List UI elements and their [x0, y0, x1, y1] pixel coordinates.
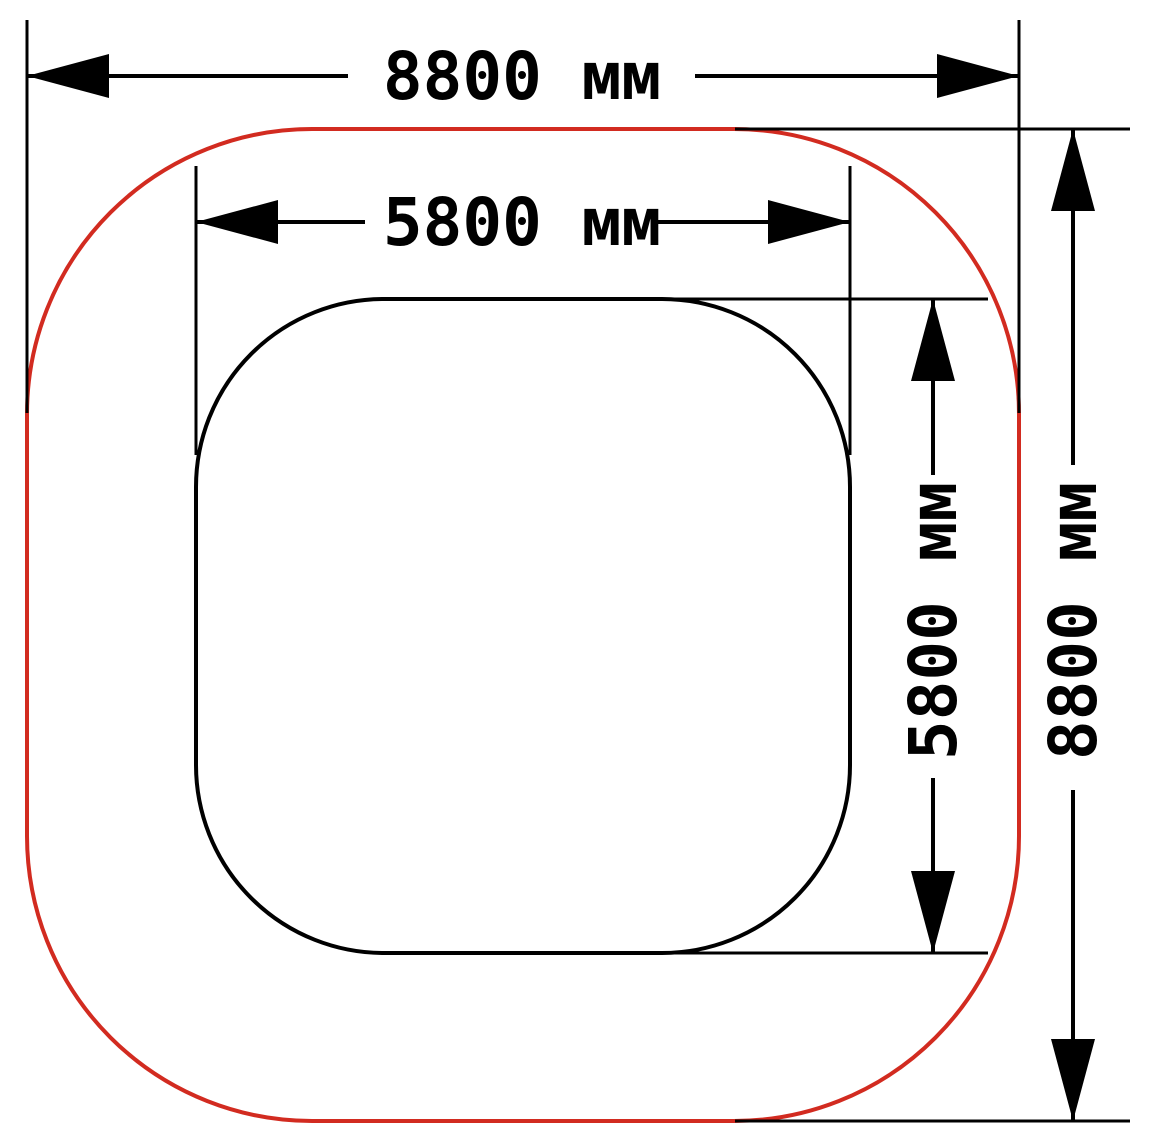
inner-height-dimension: 5800 мм — [660, 297, 988, 955]
outer-width-label: 8800 мм — [383, 38, 661, 115]
inner-area-outline — [194, 297, 852, 955]
inner-width-arrow-right — [768, 200, 850, 244]
inner-height-arrow-bottom — [911, 871, 955, 953]
outer-height-label: 8800 мм — [1035, 482, 1112, 760]
outer-height-arrow-bottom — [1051, 1039, 1095, 1121]
outer-track-outline — [25, 127, 1021, 1123]
inner-width-dimension: 5800 мм — [194, 166, 852, 455]
outer-width-dimension: 8800 мм — [25, 20, 1021, 413]
inner-height-label: 5800 мм — [895, 482, 972, 760]
outer-height-dimension: 8800 мм — [735, 127, 1130, 1123]
outer-width-arrow-left — [27, 54, 109, 98]
inner-height-arrow-top — [911, 299, 955, 381]
inner-width-label: 5800 мм — [383, 184, 661, 261]
outer-height-arrow-top — [1051, 129, 1095, 211]
inner-width-arrow-left — [196, 200, 278, 244]
outer-width-arrow-right — [937, 54, 1019, 98]
